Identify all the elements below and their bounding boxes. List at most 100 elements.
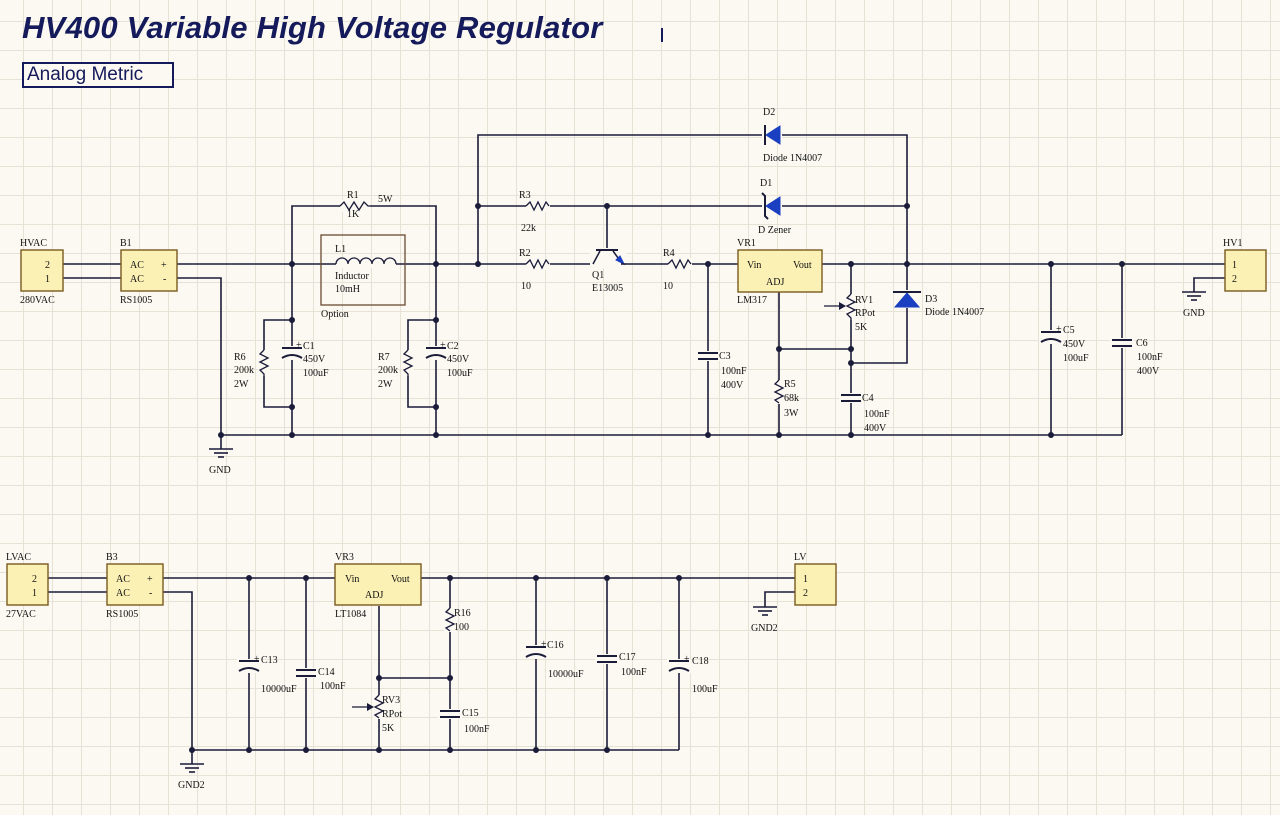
component-value: 1K xyxy=(347,209,360,220)
resistor-r7[interactable]: R7 200k 2W xyxy=(378,349,414,390)
capacitor-c14[interactable]: C14 100nF xyxy=(294,667,346,692)
resistor-r16[interactable]: R16 100 xyxy=(444,607,471,633)
component-ref: C4 xyxy=(862,393,874,404)
component-value: 27VAC xyxy=(6,609,36,620)
component-value: 280VAC xyxy=(20,295,55,306)
pin-label: + xyxy=(161,260,167,271)
component-value: RS1005 xyxy=(120,295,152,306)
resistor-r2[interactable]: R2 10 xyxy=(519,248,550,292)
component-type: RPot xyxy=(382,709,402,720)
pin-label: 2 xyxy=(45,260,50,271)
capacitor-c3[interactable]: C3 100nF 400V xyxy=(696,351,747,391)
component-value: 10000uF xyxy=(548,669,584,680)
resistor-r6[interactable]: R6 200k 2W xyxy=(234,349,270,390)
component-ref: R1 xyxy=(347,190,359,201)
lv-junctions xyxy=(189,575,682,753)
pin-label: Vin xyxy=(747,260,761,271)
component-voltage: 450V xyxy=(1063,339,1086,350)
ground-symbol: GND2 xyxy=(178,750,205,791)
inductor-l1[interactable]: L1 Inductor 10mH Option xyxy=(320,234,406,320)
resistor-r1[interactable]: R1 5W 1K xyxy=(339,190,393,220)
capacitor-c2[interactable]: + C2 450V 100uF xyxy=(424,340,473,379)
component-ref: C1 xyxy=(303,341,315,352)
capacitor-c15[interactable]: C15 100nF xyxy=(438,708,490,735)
component-value: D Zener xyxy=(758,225,792,236)
ground-label: GND2 xyxy=(751,623,778,634)
component-ref: C16 xyxy=(547,640,564,651)
component-value: RS1005 xyxy=(106,609,138,620)
pin-label: AC xyxy=(116,588,130,599)
svg-text:+: + xyxy=(684,654,690,665)
pin-label: + xyxy=(147,574,153,585)
capacitor-c13[interactable]: + C13 10000uF xyxy=(237,654,297,695)
resistor-r4[interactable]: R4 10 xyxy=(663,248,692,292)
bridge-rectifier-b1[interactable]: AC AC + - B1 RS1005 xyxy=(120,238,178,306)
component-ref: D1 xyxy=(760,178,772,189)
capacitor-c1[interactable]: + C1 450V 100uF xyxy=(280,340,329,379)
component-ref: C3 xyxy=(719,351,731,362)
transistor-q1[interactable]: Q1 E13005 xyxy=(590,248,626,294)
pin-label: - xyxy=(163,274,166,285)
capacitor-c4[interactable]: C4 100nF 400V xyxy=(839,393,890,434)
regulator-vr1[interactable]: Vin Vout ADJ VR1 LM317 xyxy=(737,238,823,306)
ground-symbol: GND2 xyxy=(751,606,778,634)
component-ref: C2 xyxy=(447,341,459,352)
component-power: 2W xyxy=(234,379,249,390)
component-value: 10000uF xyxy=(261,684,297,695)
pin-label: 2 xyxy=(32,574,37,585)
capacitor-c17[interactable]: C17 100nF xyxy=(595,652,647,678)
ground-label: GND xyxy=(1183,308,1205,319)
component-value: 100nF xyxy=(1137,352,1163,363)
capacitor-c6[interactable]: C6 100nF 400V xyxy=(1110,338,1163,377)
component-ref: C18 xyxy=(692,656,709,667)
component-ref: Q1 xyxy=(592,270,604,281)
component-voltage: 400V xyxy=(1137,366,1160,377)
component-ref: L1 xyxy=(335,244,346,255)
capacitor-c16[interactable]: + C16 10000uF xyxy=(524,639,584,680)
bridge-rectifier-b3[interactable]: AC AC + - B3 RS1005 xyxy=(106,552,164,620)
component-ref: C6 xyxy=(1136,338,1148,349)
component-value: 200k xyxy=(234,365,254,376)
component-value: 10 xyxy=(663,281,673,292)
pin-label: ADJ xyxy=(365,590,383,601)
lv-output-connector[interactable]: 1 2 LV xyxy=(794,552,837,606)
capacitor-c5[interactable]: + C5 450V 100uF xyxy=(1039,324,1089,364)
component-value: Diode 1N4007 xyxy=(763,153,822,164)
pin-label: Vout xyxy=(391,574,410,585)
component-ref: R4 xyxy=(663,248,675,259)
component-ref: R3 xyxy=(519,190,531,201)
component-ref: HV1 xyxy=(1223,238,1242,249)
component-value: 10 xyxy=(521,281,531,292)
pin-label: Vout xyxy=(793,260,812,271)
diode-d2[interactable]: D2 Diode 1N4007 xyxy=(762,107,822,164)
component-value: 100uF xyxy=(447,368,473,379)
component-note: Option xyxy=(321,309,349,320)
component-power: 2W xyxy=(378,379,393,390)
component-ref: R5 xyxy=(784,379,796,390)
component-ref: R2 xyxy=(519,248,531,259)
component-ref: B3 xyxy=(106,552,118,563)
resistor-r3[interactable]: R3 22k xyxy=(519,190,550,234)
svg-text:+: + xyxy=(1056,324,1062,335)
pin-label: 1 xyxy=(45,274,50,285)
hvac-connector[interactable]: 2 1 HVAC 280VAC xyxy=(20,238,64,306)
lvac-connector[interactable]: 2 1 LVAC 27VAC xyxy=(6,552,49,620)
component-value: 100nF xyxy=(864,409,890,420)
pin-label: 2 xyxy=(803,588,808,599)
component-ref: R7 xyxy=(378,352,390,363)
component-ref: VR3 xyxy=(335,552,354,563)
potentiometer-rv1[interactable]: RV1 RPot 5K xyxy=(824,293,875,333)
component-ref: R6 xyxy=(234,352,246,363)
capacitor-c18[interactable]: + C18 100uF xyxy=(667,654,718,695)
regulator-vr3[interactable]: Vin Vout ADJ VR3 LT1084 xyxy=(334,552,422,620)
zener-diode-d1[interactable]: D1 D Zener xyxy=(758,178,792,236)
component-ref: B1 xyxy=(120,238,132,249)
potentiometer-rv3[interactable]: RV3 RPot 5K xyxy=(352,694,402,734)
resistor-r5[interactable]: R5 68k 3W xyxy=(773,379,799,419)
hv1-output-connector[interactable]: 1 2 HV1 xyxy=(1223,238,1267,292)
component-value: LM317 xyxy=(737,295,767,306)
schematic-title: HV400 Variable High Voltage Regulator xyxy=(22,10,603,45)
component-ref: LV xyxy=(794,552,807,563)
diode-d3[interactable]: D3 Diode 1N4007 xyxy=(893,290,984,318)
